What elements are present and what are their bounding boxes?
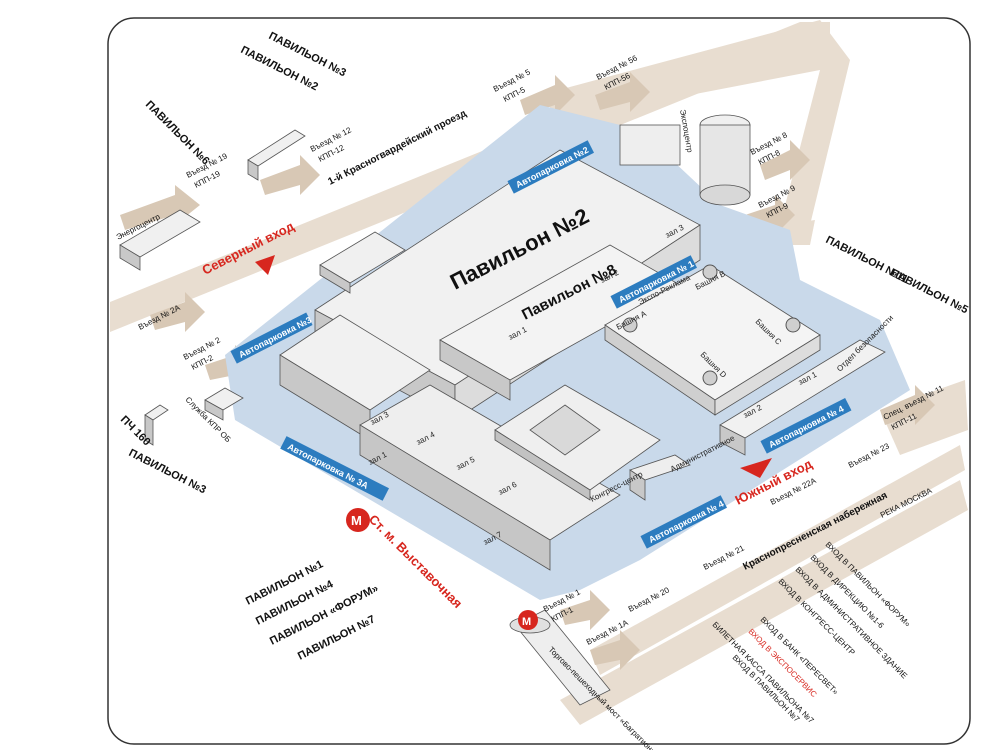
road-north-outer [540, 20, 850, 225]
south-entrance-arrow [740, 458, 772, 478]
tower-c-cap [785, 317, 801, 333]
svg-text:М: М [351, 513, 362, 528]
north-entrance-arrow [255, 255, 275, 275]
pavilion-3-building [279, 314, 431, 441]
towers-block [604, 264, 821, 416]
arrow-e1a [590, 630, 640, 670]
metro-icon-bridge: М [518, 610, 538, 630]
kpr-building [204, 387, 244, 421]
tower-a-cap [622, 317, 638, 333]
road-arrows [120, 72, 935, 670]
pavilion-row-south [359, 384, 621, 571]
road-se [880, 380, 968, 455]
tower-d-cap [702, 370, 718, 386]
arrow-north-2 [260, 155, 320, 195]
admin-building [719, 339, 886, 456]
road-embankment-2 [590, 445, 965, 675]
admin-small [629, 454, 691, 501]
congress-pyramid [494, 384, 661, 501]
arrow-e2a [150, 292, 205, 332]
arrow-e11 [880, 385, 935, 425]
svg-text:М: М [522, 616, 531, 628]
expocentre-tower [619, 114, 751, 206]
energocenter-building [119, 209, 201, 271]
pch160-building [144, 404, 169, 446]
metro-icon-main: М [346, 508, 370, 532]
road-embankment [560, 480, 968, 725]
pavilion-3-top-building [319, 231, 406, 294]
arrow-e8 [760, 140, 810, 180]
arrow-e5 [520, 75, 575, 115]
arrow-e1 [560, 590, 610, 630]
tower-b-cap [702, 264, 718, 280]
arrow-e56 [595, 72, 650, 112]
pavilion-6-building [247, 129, 306, 181]
